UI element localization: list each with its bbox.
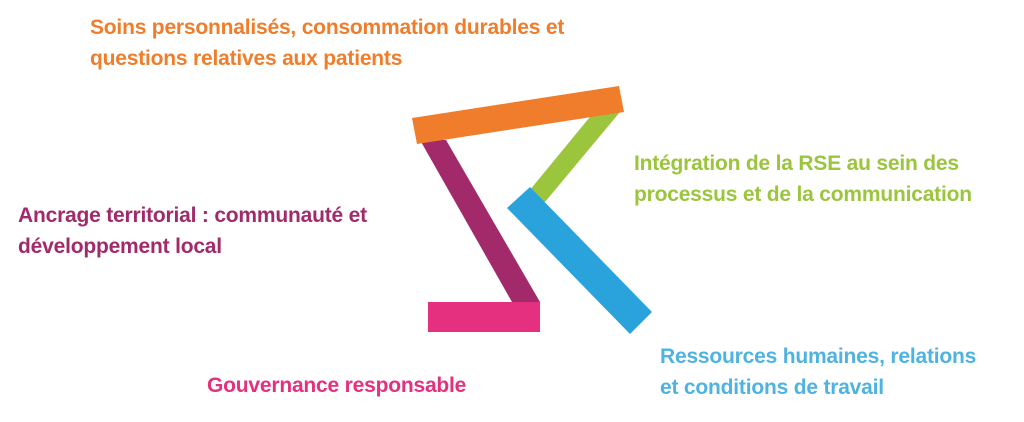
label-integration-rse: Intégration de la RSE au sein des proces… [634, 148, 972, 210]
logo-bar-green [520, 112, 620, 202]
logo-bar-blue [507, 187, 652, 334]
label-soins-personnalises: Soins personnalisés, consommation durabl… [90, 12, 564, 74]
label-line: Ressources humaines, relations [660, 345, 977, 368]
label-line: et conditions de travail [660, 376, 884, 399]
logo-bar-purple [420, 140, 540, 302]
label-gouvernance: Gouvernance responsable [207, 370, 466, 401]
label-line: questions relatives aux patients [90, 47, 403, 70]
label-line: Gouvernance responsable [207, 374, 467, 397]
label-line: développement local [18, 235, 222, 258]
logo-bar-pink [428, 302, 540, 332]
label-line: Soins personnalisés, consommation durabl… [90, 16, 565, 39]
label-ressources-humaines: Ressources humaines, relations et condit… [660, 341, 976, 403]
label-line: Intégration de la RSE au sein des [634, 152, 959, 175]
label-ancrage-territorial: Ancrage territorial : communauté et déve… [18, 200, 367, 262]
logo-bar-orange [412, 86, 624, 144]
label-line: processus et de la communication [634, 183, 972, 206]
label-line: Ancrage territorial : communauté et [18, 204, 367, 227]
